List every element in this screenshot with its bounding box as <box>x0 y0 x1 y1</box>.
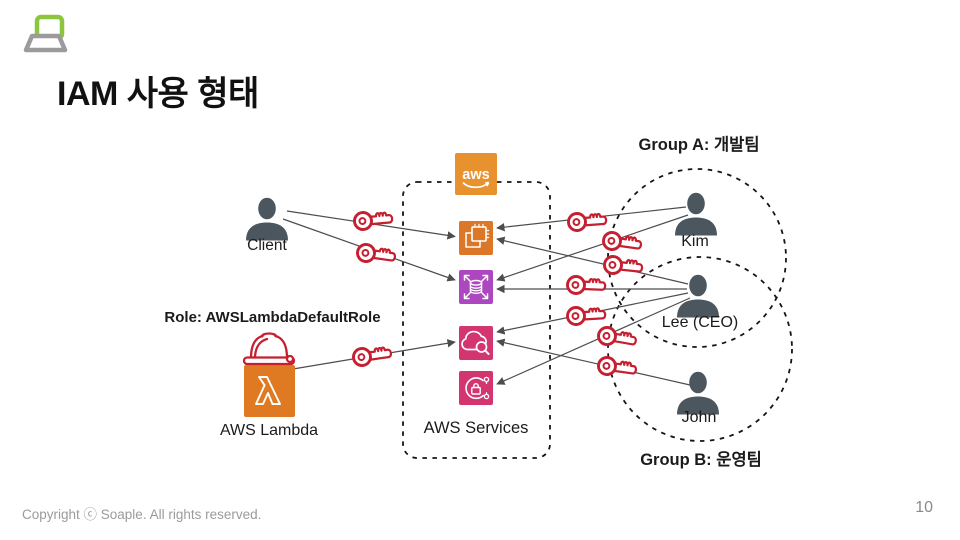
aws-services-boundary <box>402 181 551 459</box>
copyright-text: Copyright ⓒ Soaple. All rights reserved. <box>22 507 262 522</box>
access-key-icon <box>595 354 639 380</box>
access-key-icon <box>565 304 608 327</box>
access-key-icon <box>602 254 645 278</box>
user-avatar-kim <box>675 192 717 236</box>
soaple-logo-icon <box>23 14 68 53</box>
lambda-role-label: Role: AWSLambdaDefaultRole <box>164 309 381 326</box>
arrow-kim-scaling <box>496 214 689 282</box>
access-key-icon <box>565 274 607 296</box>
aws-services-label: AWS Services <box>423 419 529 437</box>
group-a-boundary <box>607 168 787 348</box>
arrow-lee-governance <box>496 297 691 385</box>
client-label: Client <box>247 237 287 254</box>
aws-lambda-label: AWS Lambda <box>219 422 319 439</box>
access-key-icon <box>350 343 394 369</box>
page-title: IAM 사용 형태 <box>57 75 259 113</box>
group-b-label: Group B: 운영팀 <box>640 451 762 469</box>
aws-logo-text: aws <box>462 167 489 183</box>
arrow-john-search <box>496 338 691 386</box>
user-label-john: John <box>681 409 717 426</box>
aws-lambda-icon <box>244 365 295 417</box>
cloud-search-icon <box>459 326 493 360</box>
group-a-label: Group A: 개발팀 <box>638 136 760 154</box>
user-label-lee: Lee (CEO) <box>661 314 739 331</box>
user-avatar-lee <box>677 274 719 318</box>
access-key-icon <box>352 208 395 232</box>
iam-role-hard-hat-icon <box>242 332 296 366</box>
pink-service-icon <box>459 371 493 405</box>
ec2-compute-icon <box>459 221 493 255</box>
access-keys <box>350 208 645 380</box>
database-scale-icon <box>459 270 493 304</box>
aws-logo-icon: aws <box>455 153 497 195</box>
arrow-lee-compute <box>496 236 689 285</box>
client-avatar <box>246 197 288 241</box>
access-key-icon <box>600 229 644 255</box>
access-key-icon <box>566 210 609 233</box>
user-label-kim: Kim <box>681 233 709 250</box>
group-b-boundary <box>607 256 793 442</box>
access-key-icon <box>354 241 398 267</box>
page-number: 10 <box>915 499 933 516</box>
